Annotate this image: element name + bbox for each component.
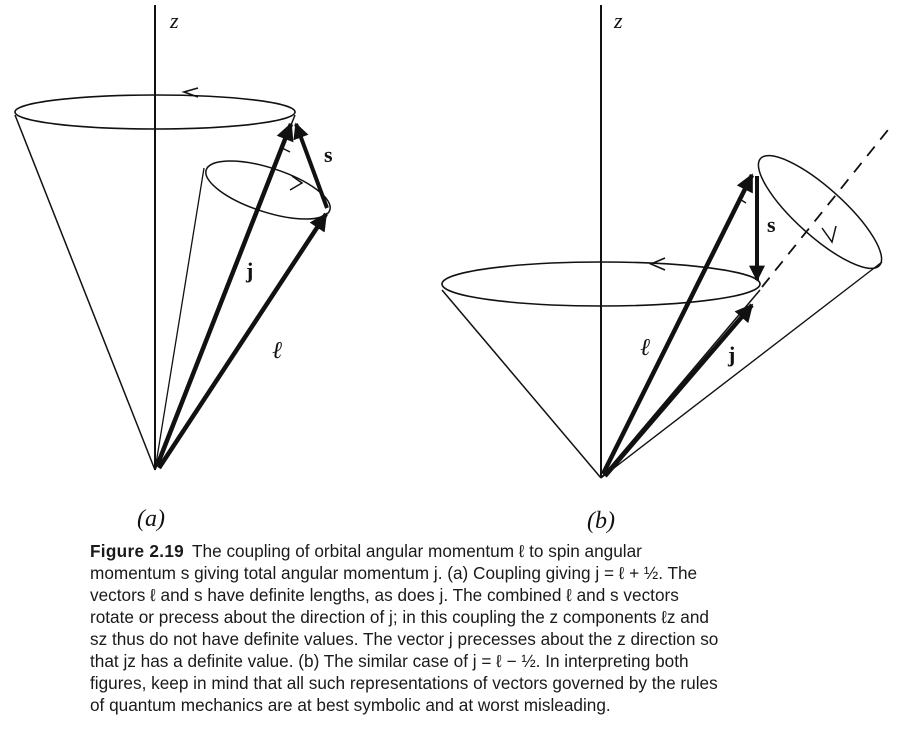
label-l-a: ℓ [272,338,282,364]
vector-s-a [293,122,329,209]
caption-line-4: rotate or precess about the direction of… [90,607,709,627]
vector-j-b [603,303,754,478]
caption-line-3: vectors ℓ and s have definite lengths, a… [90,585,679,605]
vector-l-a [157,212,328,470]
label-s-b: s [767,212,776,237]
panel-a: z s j ℓ (a) [14,5,333,532]
large-cone-rim-a [14,94,296,130]
large-cone-side-left-b [441,289,602,479]
vector-l-tick-b [737,197,747,204]
caption-line-2: momentum s giving total angular momentum… [90,563,698,583]
large-cone-side-left-a [14,114,156,471]
caption-line-1-text: The coupling of orbital angular momentum… [192,541,642,561]
figure-2-19-diagram: z s j ℓ (a) z [14,5,889,534]
small-cone-rim-b [757,154,883,270]
panel-b: z s ℓ j (b) [441,5,889,534]
z-axis-label-a: z [169,8,179,33]
figure-caption: Figure 2.19 The coupling of orbital angul… [90,540,830,716]
figure-number: Figure 2.19 [90,541,185,561]
caption-line-6: that jz has a definite value. (b) The si… [90,651,689,671]
vector-j-a [154,122,294,467]
caption-line-8: of quantum mechanics are at best symboli… [90,695,611,715]
vector-j-tick-a [281,147,291,153]
label-s-a: s [324,142,333,167]
j-axis-dashed-b [761,129,889,288]
vector-l-b [600,173,755,476]
panel-label-b: (b) [587,508,615,534]
precession-arrow-large-a [181,87,199,98]
precession-arrow-small-b [821,225,837,244]
label-j-b: j [727,342,735,367]
panel-label-a: (a) [137,506,165,532]
small-cone-side-left-a [154,167,205,471]
precession-arrow-small-a [289,175,304,191]
label-l-b: ℓ [640,335,650,361]
caption-line-5: sz thus do not have definite values. The… [90,629,719,649]
small-cone-rim-a [205,160,331,220]
caption-line-7: figures, keep in mind that all such repr… [90,673,718,693]
z-axis-label-b: z [613,8,623,33]
caption-line-1: Figure 2.19 The coupling of orbital angul… [90,540,830,562]
label-j-a: j [245,258,253,283]
small-cone-side-b [600,261,883,479]
precession-arrow-large-b [648,257,666,271]
large-cone-rim-b [441,261,761,307]
